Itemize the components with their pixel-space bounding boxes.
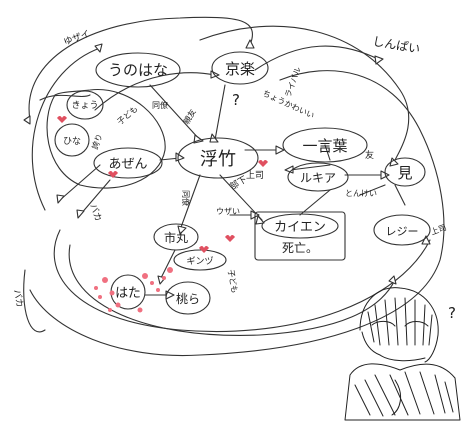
label-baka-series: バカ (87, 202, 103, 223)
node-rukia (287, 162, 349, 192)
node-momo (165, 281, 211, 315)
label-hokori: 誇り (89, 132, 104, 150)
label-aizen: あぜん (108, 157, 147, 172)
red-dots-decoration (94, 267, 173, 313)
label-ukitake: 浮竹 (200, 149, 236, 170)
node-gin-tag (173, 249, 227, 271)
node-aizen (93, 147, 163, 179)
label-hina: ひな (63, 136, 81, 147)
label-rukia: ルキア (300, 171, 336, 185)
node-outer-left (46, 89, 166, 189)
label-hanataro: はた (115, 286, 141, 301)
label-kodomo-1: 子ども (116, 104, 140, 126)
label-top-left: ゆザイ (62, 28, 91, 48)
label-kaien: カイエン (274, 220, 326, 235)
label-douki-2: 同僚 (181, 190, 191, 206)
label-question-2: ? (448, 304, 456, 322)
label-ichigo: 一言葉 (302, 137, 347, 155)
label-momo: 桃ら (176, 291, 200, 306)
label-jouji: 上司 (246, 170, 264, 181)
label-rival: ライバル (283, 66, 302, 99)
label-kodomo-2: 子ども (226, 269, 239, 294)
label-shinyuu: 親友 (181, 107, 198, 126)
node-ichigo (282, 127, 368, 163)
label-kamisama: 上司 (430, 223, 448, 237)
node-unohana (95, 52, 181, 88)
label-douki-1: 同僚 (152, 100, 168, 110)
arrows (59, 84, 406, 296)
label-baka-left: バカ (11, 289, 25, 309)
node-ichimaru (153, 223, 199, 251)
node-ukitake (177, 137, 259, 179)
label-tomodachi: 友 (365, 149, 374, 161)
label-unohana: うのはな (108, 61, 168, 79)
label-ichimaru: 市丸 (164, 230, 188, 245)
connection-curves (23, 16, 445, 357)
label-top-right: しんぱい (371, 34, 421, 56)
label-tokei: とんけい (345, 189, 377, 198)
node-ken (384, 157, 426, 187)
label-kaien-note: 死亡。 (282, 241, 318, 255)
node-kaien-box (254, 211, 346, 261)
node-right (373, 214, 431, 246)
label-kyoraku: 京楽 (225, 60, 255, 78)
character-sketch (344, 287, 461, 421)
heart-icons (57, 116, 268, 253)
label-right-node: レジー (386, 225, 419, 238)
label-uzai: ウザい (216, 207, 240, 216)
label-ken: 見 (397, 164, 412, 182)
label-gin-tag: ギンヅ (186, 256, 213, 267)
node-kyoraku (211, 51, 269, 85)
label-question: ? (232, 91, 240, 109)
label-kyo: きょう (71, 100, 98, 111)
node-hina (54, 123, 90, 157)
